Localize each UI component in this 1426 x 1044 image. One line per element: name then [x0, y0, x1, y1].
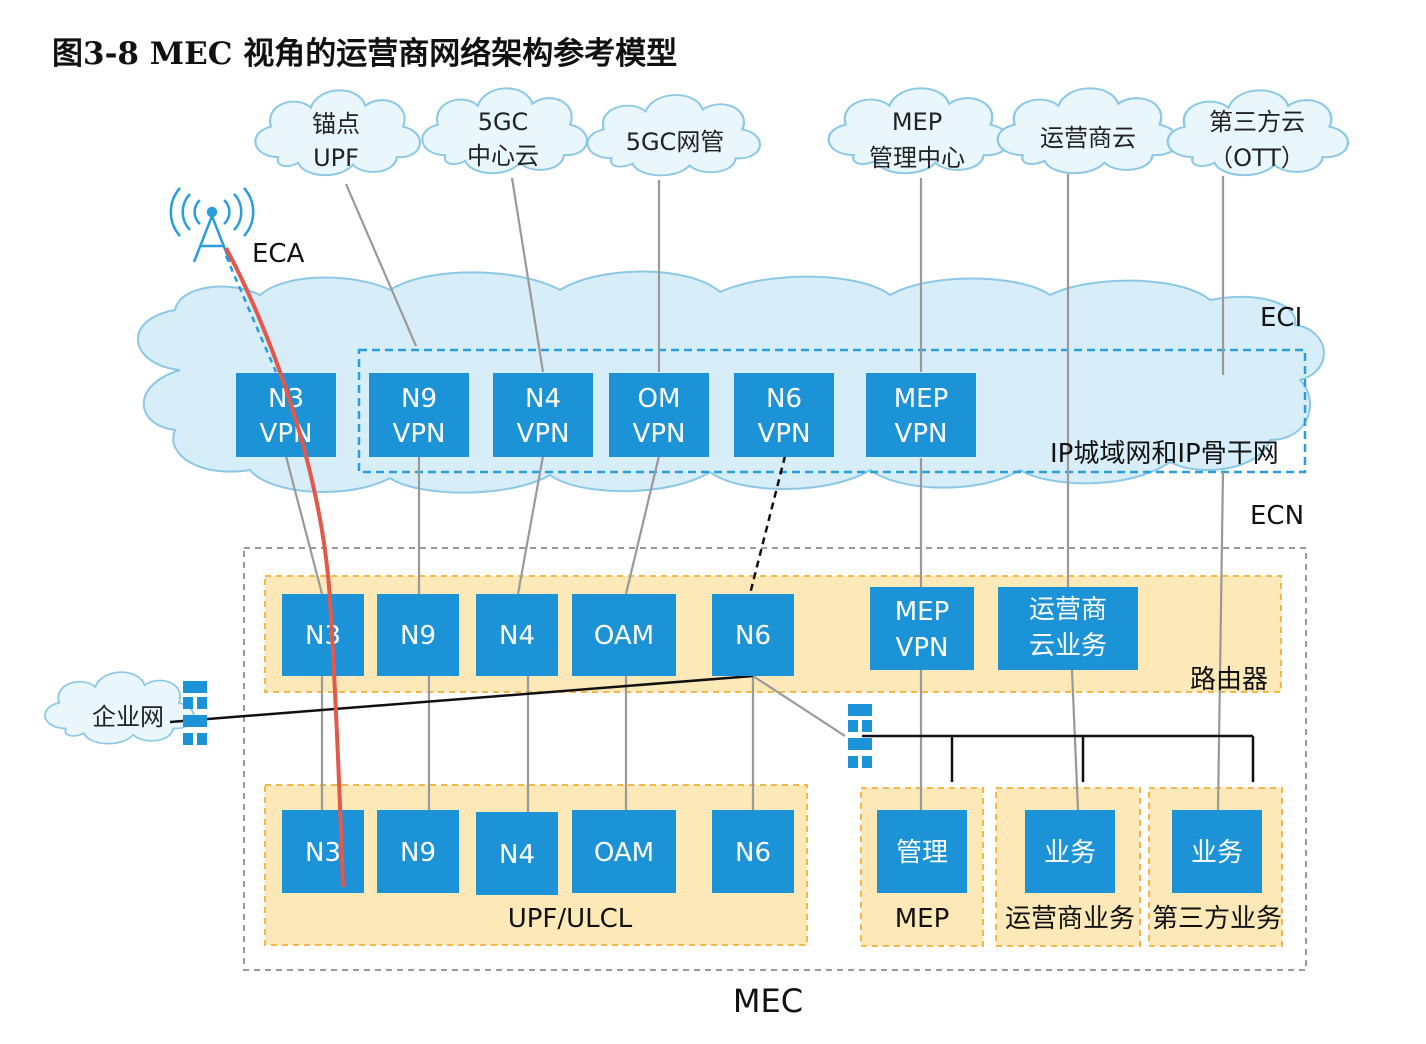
vpn-box-n4-l2: VPN	[517, 419, 570, 449]
vpn-box-n6-l1: N6	[766, 384, 802, 414]
label-eci: ECI	[1260, 303, 1302, 333]
figure-title: 图3-8 MEC 视角的运营商网络架构参考模型	[52, 36, 678, 72]
ip-network-zone	[357, 348, 1307, 474]
router-box-mep-vpn-l2: VPN	[896, 633, 949, 663]
router-box-operator-cloud-l1: 运营商	[1029, 595, 1107, 625]
router-box-n6-l1: N6	[735, 621, 771, 651]
router-box-n4-l1: N4	[499, 621, 535, 651]
router-box-n3-l1: N3	[305, 621, 341, 651]
label-third-party-service: 第三方业务	[1152, 904, 1282, 934]
upf-box-n4-l1: N4	[499, 840, 535, 870]
upf-box-n6: N6	[712, 810, 794, 893]
label-mep: MEP	[895, 904, 950, 934]
router-box-operator-cloud-l2: 云业务	[1029, 631, 1107, 661]
operator-service-box-l1: 业务	[1044, 838, 1096, 868]
router-box-mep-vpn-l1: MEP	[895, 597, 950, 627]
vpn-box-n6: N6 VPN	[734, 373, 834, 457]
service-bus-lines	[169, 674, 1255, 782]
cloud-operator-label: 运营商云	[1040, 124, 1136, 152]
mec-boundary	[243, 547, 1307, 971]
firewall-icon-enterprise	[183, 681, 207, 745]
mep-manage-box-l1: 管理	[896, 838, 948, 868]
eca-red-path	[224, 247, 345, 888]
cloud-anchor-upf-label-1: 锚点	[312, 110, 360, 138]
label-router: 路由器	[1190, 665, 1268, 695]
firewall-icon-mec	[848, 704, 872, 768]
upf-box-oam: OAM	[572, 810, 676, 893]
connection-lines	[284, 174, 1225, 812]
upf-box-n3: N3	[282, 810, 364, 893]
vpn-box-om-l2: VPN	[633, 419, 686, 449]
router-box-n9-l1: N9	[400, 621, 436, 651]
cloud-third-party-label-1: 第三方云	[1209, 108, 1305, 136]
vpn-box-n9: N9 VPN	[369, 373, 469, 457]
cloud-mep-mgmt-label-1: MEP	[892, 108, 942, 136]
vpn-box-n4-l1: N4	[525, 384, 561, 414]
cloud-third-party-label-2: （OTT）	[1209, 144, 1305, 172]
label-ecn: ECN	[1250, 501, 1304, 531]
vpn-box-n4: N4 VPN	[493, 373, 593, 457]
upf-box-n3-l1: N3	[305, 838, 341, 868]
cloud-5gc-mgmt-label: 5GC网管	[626, 128, 725, 156]
vpn-box-mep: MEP VPN	[866, 373, 976, 457]
upf-box-oam-l1: OAM	[594, 838, 654, 868]
upf-box-n6-l1: N6	[735, 838, 771, 868]
upf-box-n9: N9	[377, 810, 459, 893]
operator-service-box: 业务	[1025, 810, 1115, 893]
router-box-n6: N6	[712, 594, 794, 676]
cloud-anchor-upf-label-2: UPF	[313, 144, 359, 172]
label-ip-network: IP城域网和IP骨干网	[1050, 439, 1279, 469]
upf-box-n4: N4	[476, 812, 558, 895]
router-box-n9: N9	[377, 594, 459, 676]
label-operator-service: 运营商业务	[1005, 904, 1135, 934]
router-box-operator-cloud: 运营商 云业务	[998, 587, 1138, 670]
router-box-n4: N4	[476, 594, 558, 676]
router-box-n3: N3	[282, 594, 364, 676]
cloud-5gc-core-label-1: 5GC	[478, 108, 529, 136]
cloud-enterprise-label: 企业网	[92, 703, 164, 731]
label-eca: ECA	[252, 239, 305, 269]
router-box-oam-l1: OAM	[594, 621, 654, 651]
third-party-service-box-l1: 业务	[1191, 838, 1243, 868]
vpn-box-om: OM VPN	[609, 373, 709, 457]
vpn-box-n9-l1: N9	[401, 384, 437, 414]
vpn-box-mep-l2: VPN	[895, 419, 948, 449]
label-upf-ulcl: UPF/ULCL	[508, 904, 633, 934]
router-box-mep-vpn: MEP VPN	[870, 587, 974, 670]
upf-box-n9-l1: N9	[400, 838, 436, 868]
antenna-icon	[169, 187, 255, 263]
vpn-box-om-l1: OM	[638, 384, 681, 414]
vpn-box-n9-l2: VPN	[393, 419, 446, 449]
mep-manage-box: 管理	[877, 810, 967, 893]
vpn-box-n6-l2: VPN	[758, 419, 811, 449]
third-party-service-box: 业务	[1172, 810, 1262, 893]
router-box-oam: OAM	[572, 594, 676, 676]
cloud-mep-mgmt-label-2: 管理中心	[869, 144, 965, 172]
label-mec: MEC	[733, 982, 803, 1020]
vpn-box-mep-l1: MEP	[894, 384, 949, 414]
cloud-5gc-core-label-2: 中心云	[467, 142, 539, 170]
